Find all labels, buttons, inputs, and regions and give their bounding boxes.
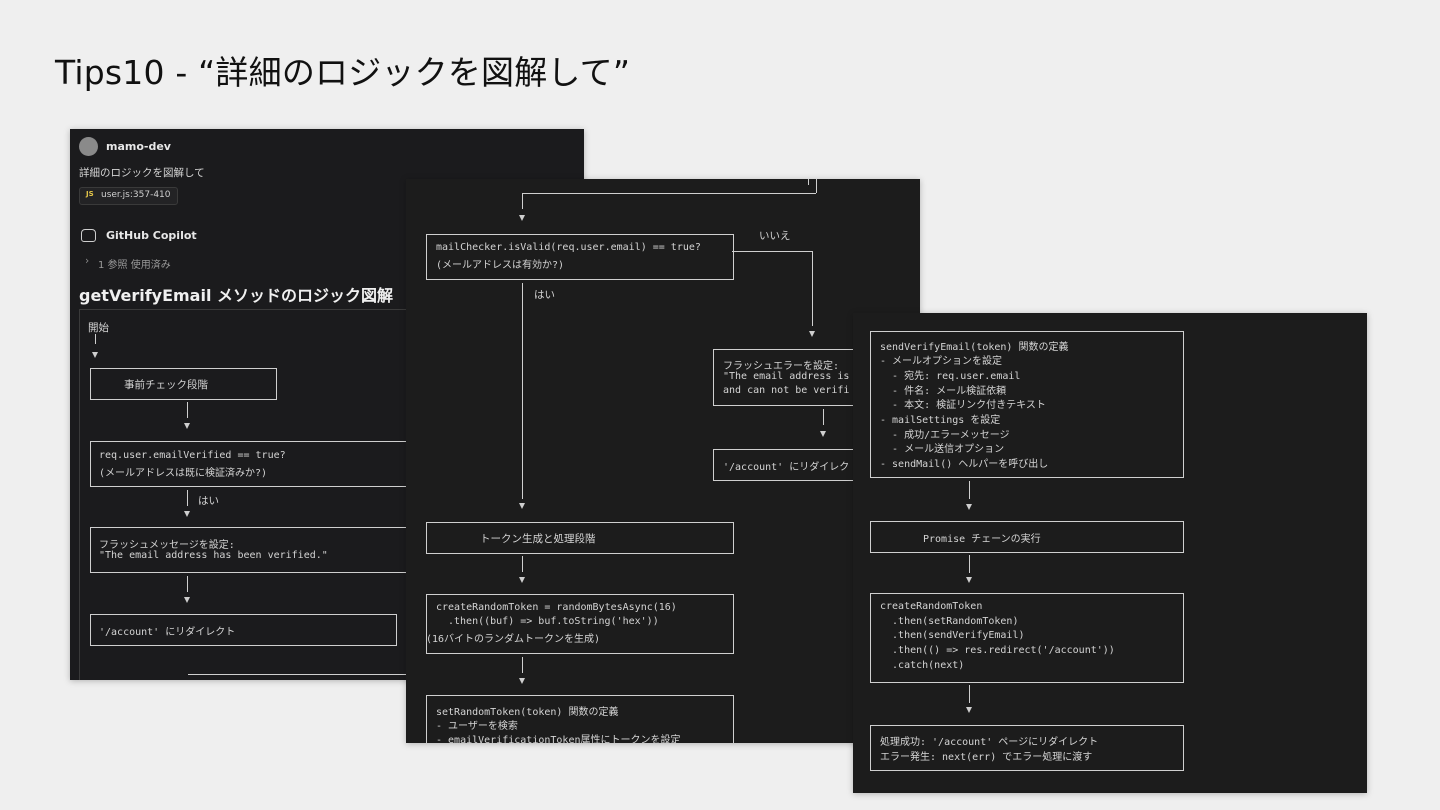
javascript-file-icon: JS	[86, 190, 94, 198]
references-used-label[interactable]: 1 参照 使用済み	[98, 256, 171, 271]
chevron-right-icon[interactable]: ›	[85, 255, 89, 267]
arrow-down-icon	[966, 577, 972, 583]
arrow-down-icon	[809, 331, 815, 337]
copilot-icon	[81, 229, 96, 242]
file-reference-label: user.js:357-410	[101, 190, 171, 200]
arrow-down-icon	[92, 352, 98, 358]
user-name: mamo-dev	[106, 140, 171, 153]
redirect-label-2: '/account' にリダイレク	[723, 458, 849, 473]
arrow-down-icon	[966, 504, 972, 510]
result-line2: エラー発生: next(err) でエラー処理に渡す	[880, 748, 1092, 763]
send-verify-line: - mailSettings を設定	[880, 411, 1000, 426]
token-chain-line: .then(setRandomToken)	[880, 616, 1018, 627]
yes-label: はい	[198, 493, 219, 508]
send-verify-line: - 本文: 検証リンク付きテキスト	[880, 396, 1046, 411]
slide-title: Tips10 - “詳細のロジックを図解して”	[55, 46, 630, 94]
diagram-screenshot-2: mailChecker.isValid(req.user.email) == t…	[406, 179, 920, 743]
create-token-line1: createRandomToken = randomBytesAsync(16)	[436, 602, 677, 613]
response-heading: getVerifyEmail メソッドのロジック図解	[79, 282, 393, 306]
flash-message-line2: "The email address has been verified."	[99, 550, 328, 561]
redirect-label: '/account' にリダイレクト	[99, 623, 235, 638]
promise-chain-label: Promise チェーンの実行	[923, 530, 1041, 545]
result-line1: 処理成功: '/account' ページにリダイレクト	[880, 733, 1098, 748]
send-verify-line: - 件名: メール検証依頼	[880, 382, 1006, 397]
arrow-down-icon	[519, 678, 525, 684]
arrow-down-icon	[519, 577, 525, 583]
start-label: 開始	[88, 320, 109, 335]
prompt-text: 詳細のロジックを図解して	[79, 165, 205, 180]
send-verify-line: sendVerifyEmail(token) 関数の定義	[880, 338, 1068, 353]
arrow-down-icon	[184, 597, 190, 603]
flash-error-line1: フラッシュエラーを設定:	[723, 357, 839, 372]
arrow-down-icon	[820, 431, 826, 437]
yes-label: はい	[534, 287, 555, 302]
send-verify-line: - 宛先: req.user.email	[880, 367, 1020, 382]
flash-message-line1: フラッシュメッセージを設定:	[99, 536, 235, 551]
token-chain-line: .catch(next)	[880, 660, 964, 671]
diagram-screenshot-3: sendVerifyEmail(token) 関数の定義 - メールオプションを…	[853, 313, 1367, 793]
flash-error-line3: and can not be verifi	[723, 385, 849, 396]
no-label: いいえ	[759, 228, 791, 243]
arrow-down-icon	[184, 511, 190, 517]
arrow-down-icon	[184, 423, 190, 429]
verified-condition-line2: (メールアドレスは既に検証済みか?)	[99, 464, 267, 479]
arrow-down-icon	[966, 707, 972, 713]
arrow-down-icon	[519, 215, 525, 221]
verified-condition-line1: req.user.emailVerified == true?	[99, 450, 286, 461]
create-token-line3: (16バイトのランダムトークンを生成)	[426, 630, 600, 645]
send-verify-line: - 成功/エラーメッセージ	[880, 426, 1010, 441]
send-verify-line: - メールオプションを設定	[880, 352, 1002, 367]
send-verify-line: - メール送信オプション	[880, 440, 1004, 455]
token-chain-line: .then(() => res.redirect('/account'))	[880, 645, 1115, 656]
flash-error-line2: "The email address is	[723, 371, 849, 382]
assistant-name: GitHub Copilot	[106, 229, 197, 242]
token-phase-label: トークン生成と処理段階	[480, 531, 596, 546]
file-reference-chip[interactable]: JS user.js:357-410	[79, 187, 178, 205]
valid-email-line1: mailChecker.isValid(req.user.email) == t…	[436, 242, 701, 253]
arrow-down-icon	[519, 503, 525, 509]
create-token-line2: .then((buf) => buf.toString('hex'))	[448, 616, 659, 627]
precheck-label: 事前チェック段階	[124, 377, 208, 392]
send-verify-line: - sendMail() ヘルパーを呼び出し	[880, 455, 1048, 470]
set-token-line2: - ユーザーを検索	[436, 717, 518, 732]
valid-email-line2: (メールアドレスは有効か?)	[436, 256, 564, 271]
set-token-line1: setRandomToken(token) 関数の定義	[436, 703, 618, 718]
token-chain-line: createRandomToken	[880, 601, 982, 612]
token-chain-line: .then(sendVerifyEmail)	[880, 630, 1025, 641]
avatar	[79, 137, 98, 156]
set-token-line3: - emailVerificationToken属性にトークンを設定	[436, 731, 681, 743]
